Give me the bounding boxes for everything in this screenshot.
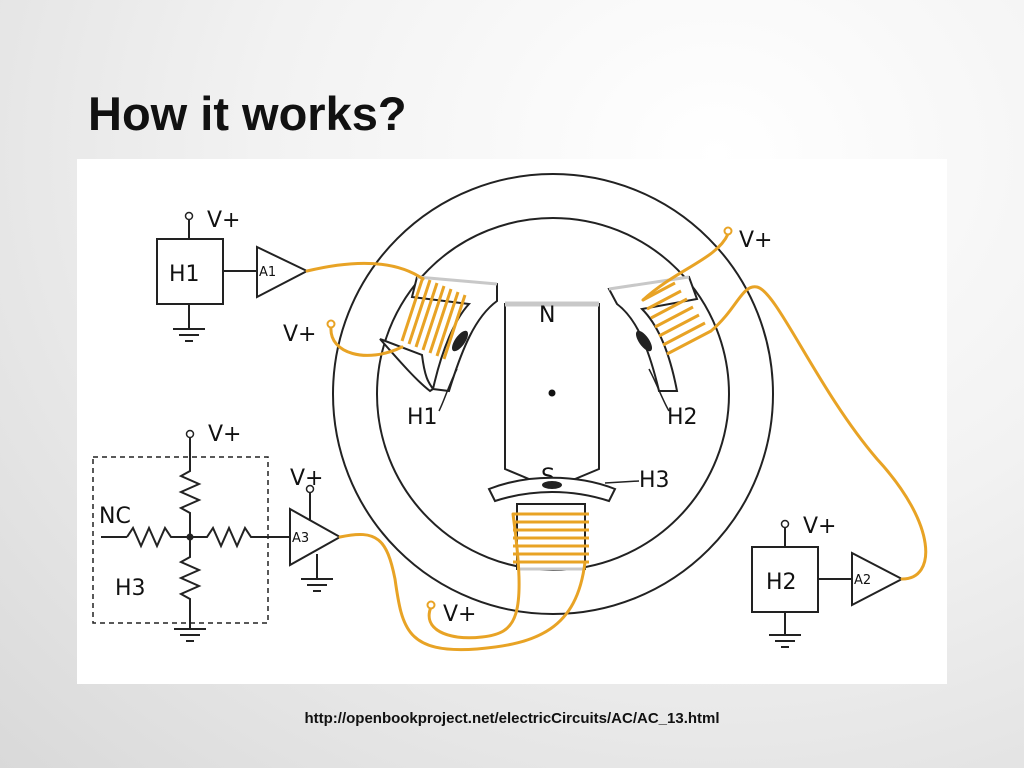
coil-wiring xyxy=(305,232,928,652)
pole-label-h1: H1 xyxy=(407,405,438,430)
stator-outer-ring xyxy=(332,173,774,615)
h3-sensor-circuit xyxy=(101,437,343,642)
coil-h2 xyxy=(642,281,712,356)
pole-label-h3: H3 xyxy=(639,468,670,493)
rotor-center-dot xyxy=(548,389,556,397)
h2-sensor-label: H2 xyxy=(766,570,797,595)
pole-piece-h1 xyxy=(379,275,498,393)
h3-sensor-label: H3 xyxy=(115,576,146,601)
h1-sensor-label: H1 xyxy=(169,262,200,287)
h3-sensor-boundary xyxy=(92,456,269,624)
pole-piece-h2 xyxy=(607,275,699,392)
h2-sensor-circuit xyxy=(751,527,905,648)
nc-label: NC xyxy=(99,504,131,529)
amp-a3-label: A3 xyxy=(292,531,309,546)
motor-hall-sensor-diagram: N S xyxy=(77,159,947,684)
a3-vplus-label: V+ xyxy=(290,466,323,491)
h1-vplus-label: V+ xyxy=(207,208,240,233)
h3-vplus-label: V+ xyxy=(208,422,241,447)
pole-label-h2: H2 xyxy=(667,405,698,430)
amp-a2-label: A2 xyxy=(854,573,871,588)
coil-h3-vplus-label: V+ xyxy=(443,602,476,627)
h1-sensor-circuit xyxy=(156,219,310,342)
coil-h2-vplus-label: V+ xyxy=(739,228,772,253)
source-url: http://openbookproject.net/electricCircu… xyxy=(304,710,720,727)
coil-h1 xyxy=(400,276,467,360)
rotor-magnet xyxy=(504,301,600,480)
coil-h3 xyxy=(513,512,589,564)
north-pole-label: N xyxy=(539,303,555,328)
amp-a1-label: A1 xyxy=(259,265,276,280)
h2-vplus-label: V+ xyxy=(803,514,836,539)
slide-title: How it works? xyxy=(88,87,407,140)
coil-h1-vplus-label: V+ xyxy=(283,322,316,347)
